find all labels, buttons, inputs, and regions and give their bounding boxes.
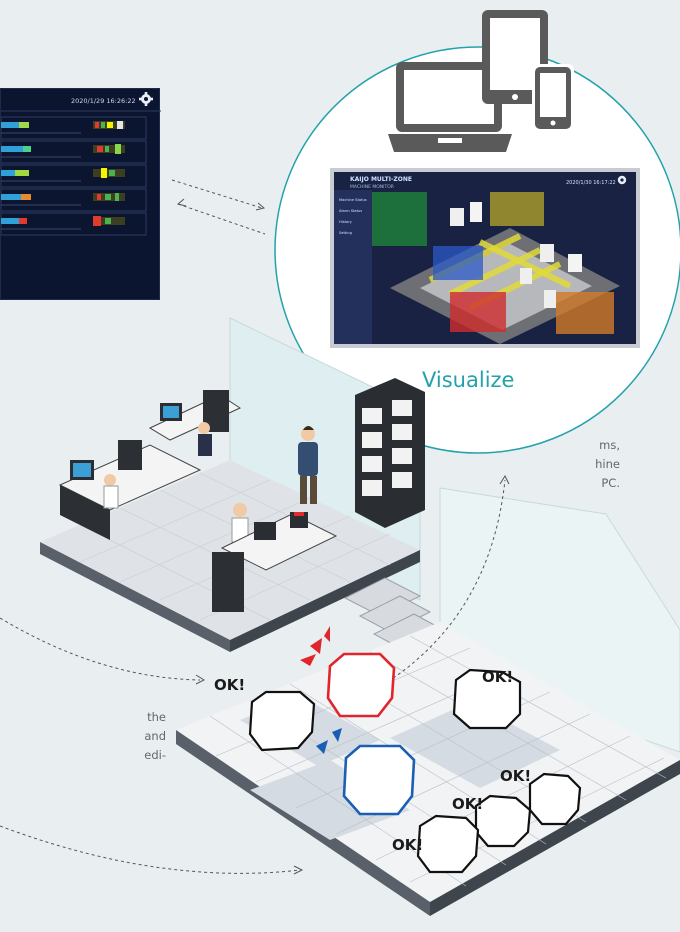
caption-line: PC. bbox=[601, 476, 620, 490]
screen-menu-item: History bbox=[339, 220, 353, 224]
tablet-icon bbox=[482, 10, 548, 104]
flow-arrows bbox=[0, 479, 506, 874]
person-seated bbox=[103, 422, 249, 543]
screen-sidebar bbox=[334, 190, 372, 344]
smartphone-icon bbox=[532, 64, 574, 132]
caption-line: ms, bbox=[599, 438, 620, 452]
zone-overlay-red bbox=[450, 292, 506, 332]
visualize-screen-frame: KAIJO MULTI-ZONE MACHINE MONITOR 2020/1/… bbox=[330, 168, 640, 348]
zone-overlay-green bbox=[372, 192, 427, 246]
dashboard-timestamp: 2020/1/29 16:26:22 bbox=[71, 97, 136, 105]
dashboard-grid: 2020/1/29 16:26:22 bbox=[0, 92, 161, 236]
machine-alert-red bbox=[326, 652, 396, 718]
machine-status-row bbox=[0, 188, 147, 212]
screen-timestamp: 2020/1/30 16:17:22 bbox=[566, 180, 616, 186]
person-standing bbox=[298, 426, 318, 504]
screen-menu-item: Setting bbox=[339, 231, 352, 235]
machine-status-row bbox=[0, 212, 147, 236]
ok-label: OK! bbox=[214, 676, 246, 694]
laptop-icon bbox=[388, 62, 512, 152]
zone-overlay-orange bbox=[556, 292, 614, 334]
alert-marker-blue bbox=[316, 728, 342, 754]
zone-overlay-yellow bbox=[490, 192, 544, 226]
caption-line: and bbox=[144, 729, 166, 743]
ok-label: OK! bbox=[452, 795, 484, 813]
ok-label: OK! bbox=[500, 767, 532, 785]
caption-line: hine bbox=[595, 457, 620, 471]
screen-menu-item: Machine Status bbox=[339, 198, 367, 202]
data-exchange-arrows bbox=[171, 179, 266, 235]
zone-overlay-blue bbox=[433, 246, 483, 280]
visualize-screen: KAIJO MULTI-ZONE MACHINE MONITOR 2020/1/… bbox=[334, 172, 636, 344]
alert-marker-red bbox=[300, 626, 330, 666]
caption-block-2: the and edi- bbox=[144, 708, 166, 765]
caption-line: edi- bbox=[144, 748, 166, 762]
screen-title: KAIJO MULTI-ZONE bbox=[350, 176, 412, 183]
machine-alert-blue bbox=[342, 744, 416, 816]
control-room-illustration bbox=[40, 317, 442, 652]
factory-floor-illustration bbox=[0, 474, 680, 916]
machine-status-row bbox=[0, 116, 147, 140]
screen-subtitle: MACHINE MONITOR bbox=[350, 184, 394, 190]
gear-icon[interactable] bbox=[139, 92, 153, 106]
ok-label: OK! bbox=[392, 836, 424, 854]
gear-icon[interactable] bbox=[617, 175, 627, 185]
machine-status-row bbox=[0, 164, 147, 188]
caption-line: the bbox=[147, 710, 166, 724]
machine-status-row bbox=[0, 140, 147, 164]
ok-label: OK! bbox=[482, 668, 514, 686]
dashboard-screen-left: 2020/1/29 16:26:22 bbox=[0, 88, 161, 300]
visualize-label: Visualize bbox=[422, 368, 515, 392]
machine-shapes bbox=[248, 668, 582, 874]
stairs bbox=[343, 577, 442, 649]
caption-block-1: ms, hine PC. bbox=[595, 436, 620, 493]
screen-menu-item: Alarm Status bbox=[339, 209, 362, 213]
